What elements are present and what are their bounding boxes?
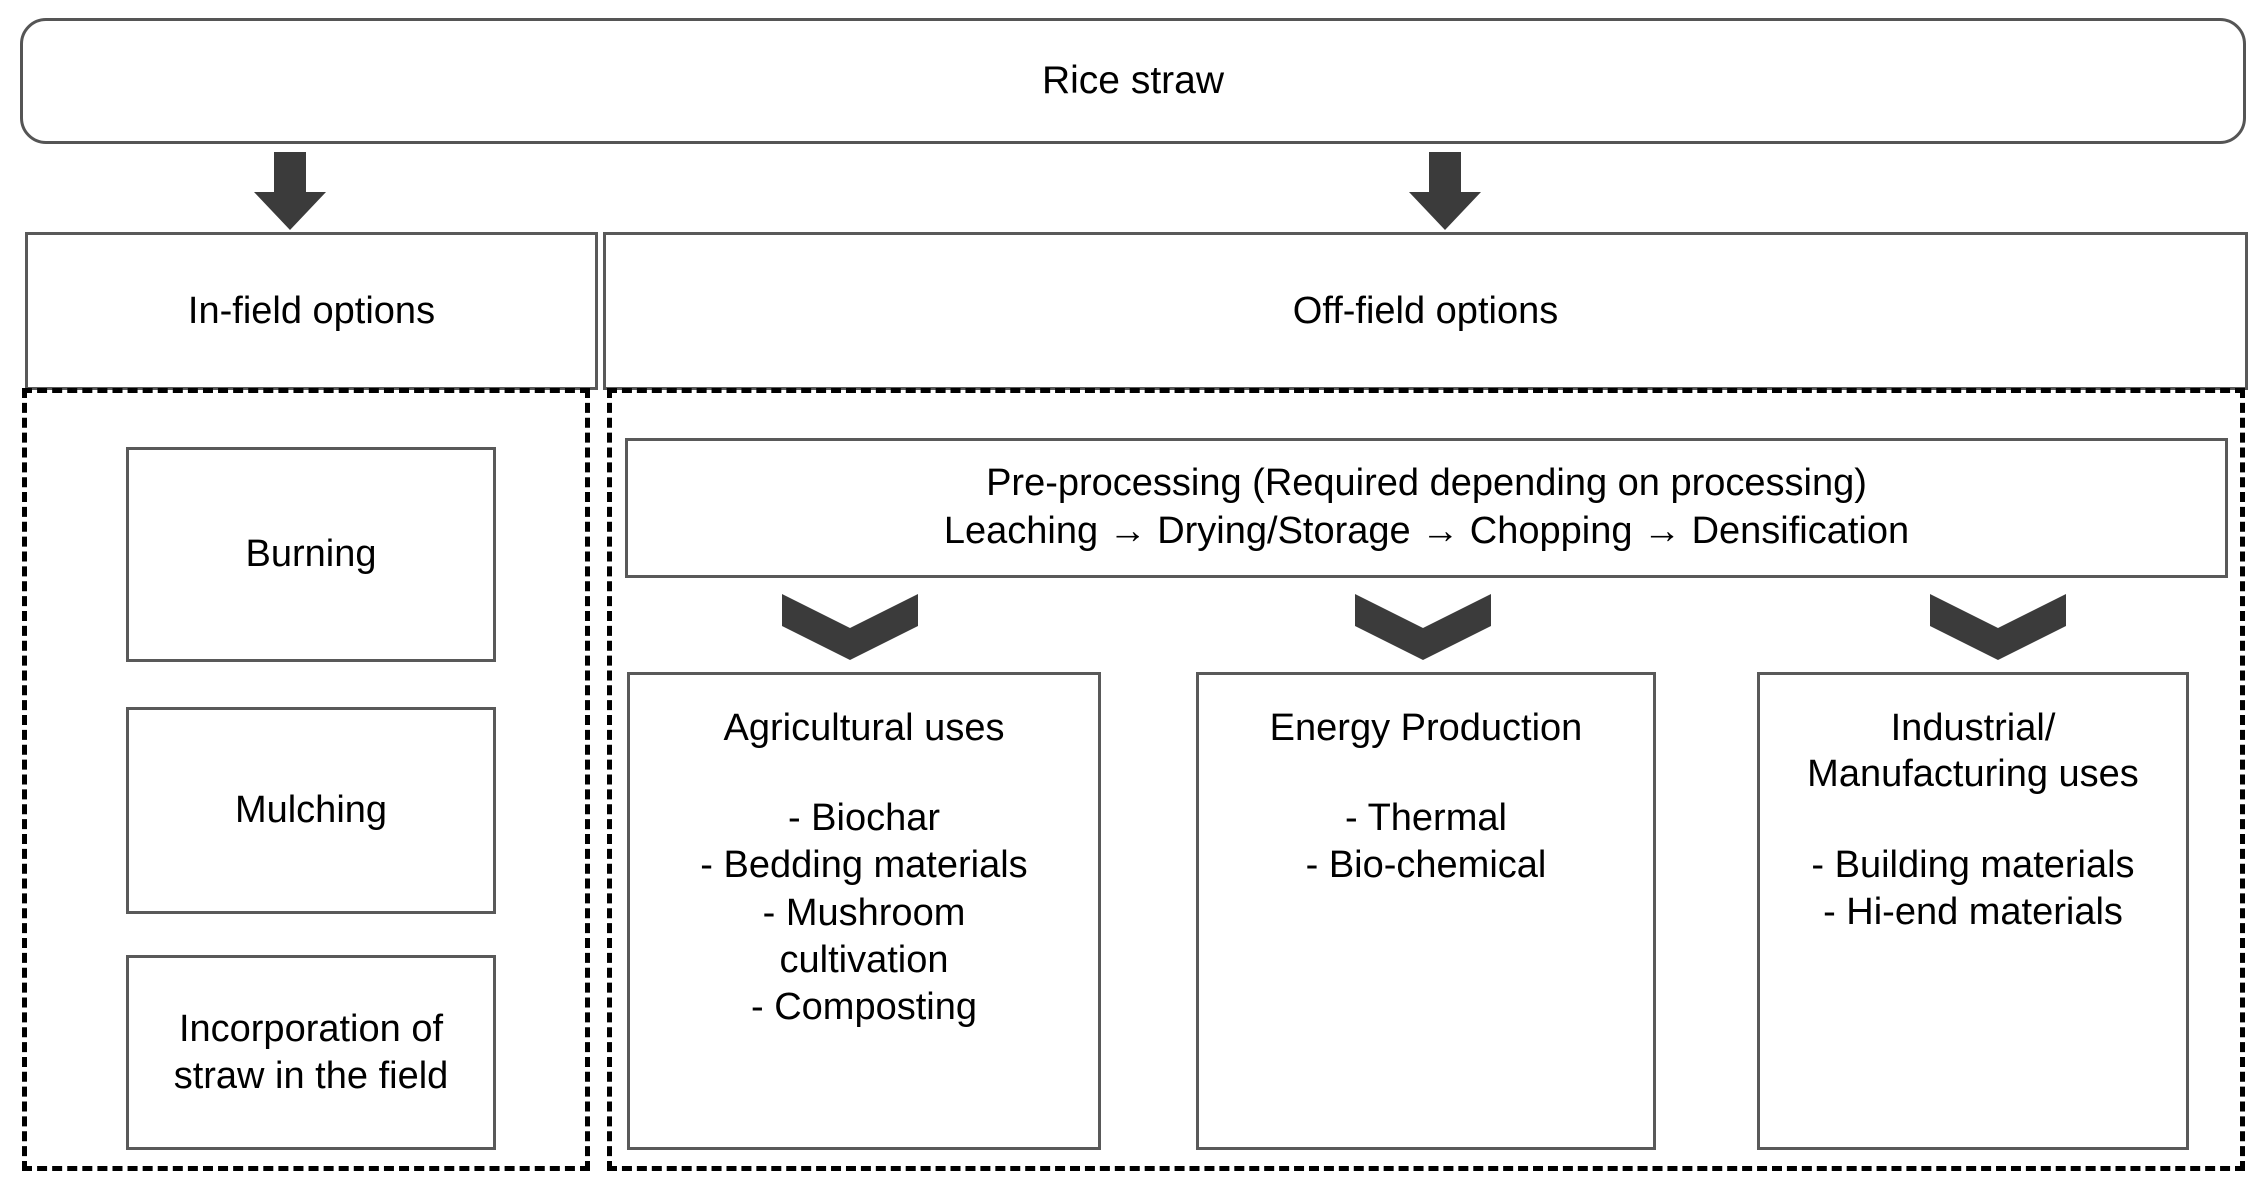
category-item: - Bedding materials <box>700 844 1028 887</box>
category-item-list: - Biochar - Bedding materials - Mushroom… <box>630 795 1098 1031</box>
category-title: Energy Production <box>1269 707 1583 749</box>
arrow-to-in-field-icon <box>245 152 335 230</box>
category-card-agricultural: Agricultural uses - Biochar - Bedding ma… <box>627 672 1101 1150</box>
rice-straw-node: Rice straw <box>20 18 2246 144</box>
preprocessing-line-2: Leaching → Drying/Storage → Chopping → D… <box>943 510 1910 552</box>
category-item-list: - Building materials - Hi-end materials <box>1760 842 2186 936</box>
category-card-energy: Energy Production - Thermal - Bio-chemic… <box>1196 672 1656 1150</box>
category-item: - Composting <box>751 985 977 1028</box>
category-item: - Mushroom cultivation <box>762 891 966 981</box>
arrow-shaft <box>1429 152 1461 194</box>
in-field-option-label: Burning <box>245 533 377 576</box>
in-field-option-label: Mulching <box>234 789 388 832</box>
rice-straw-label: Rice straw <box>1041 59 1225 102</box>
arrow-head <box>1409 192 1481 230</box>
preprocessing-box: Pre-processing (Required depending on pr… <box>625 438 2228 578</box>
chevron-to-industrial-icon <box>1930 594 2066 660</box>
preprocessing-line-1: Pre-processing (Required depending on pr… <box>986 462 1867 505</box>
category-item: - Building materials <box>1811 843 2135 886</box>
in-field-options-header: In-field options <box>25 232 598 390</box>
category-item: - Bio-chemical <box>1305 844 1547 887</box>
arrow-to-off-field-icon <box>1400 152 1490 230</box>
off-field-options-label: Off-field options <box>1292 289 1559 332</box>
in-field-option-mulching: Mulching <box>126 707 496 914</box>
category-card-industrial: Industrial/ Manufacturing uses - Buildin… <box>1757 672 2189 1150</box>
category-title: Agricultural uses <box>723 707 1005 749</box>
category-item: - Biochar <box>787 797 941 840</box>
chevron-to-agricultural-icon <box>782 594 918 660</box>
arrow-head <box>254 192 326 230</box>
category-item: - Thermal <box>1345 797 1507 840</box>
in-field-options-label: In-field options <box>187 289 436 332</box>
in-field-option-label: Incorporation of straw in the field <box>173 1008 449 1097</box>
off-field-dashed-group <box>607 388 2245 1171</box>
category-item: - Hi-end materials <box>1823 890 2123 933</box>
off-field-options-header: Off-field options <box>603 232 2248 390</box>
in-field-option-burning: Burning <box>126 447 496 662</box>
category-title: Industrial/ Manufacturing uses <box>1807 707 2139 796</box>
arrow-shaft <box>274 152 306 194</box>
in-field-option-incorporation: Incorporation of straw in the field <box>126 955 496 1150</box>
category-item-list: - Thermal - Bio-chemical <box>1199 795 1653 889</box>
chevron-to-energy-icon <box>1355 594 1491 660</box>
in-field-dashed-group <box>22 388 590 1171</box>
